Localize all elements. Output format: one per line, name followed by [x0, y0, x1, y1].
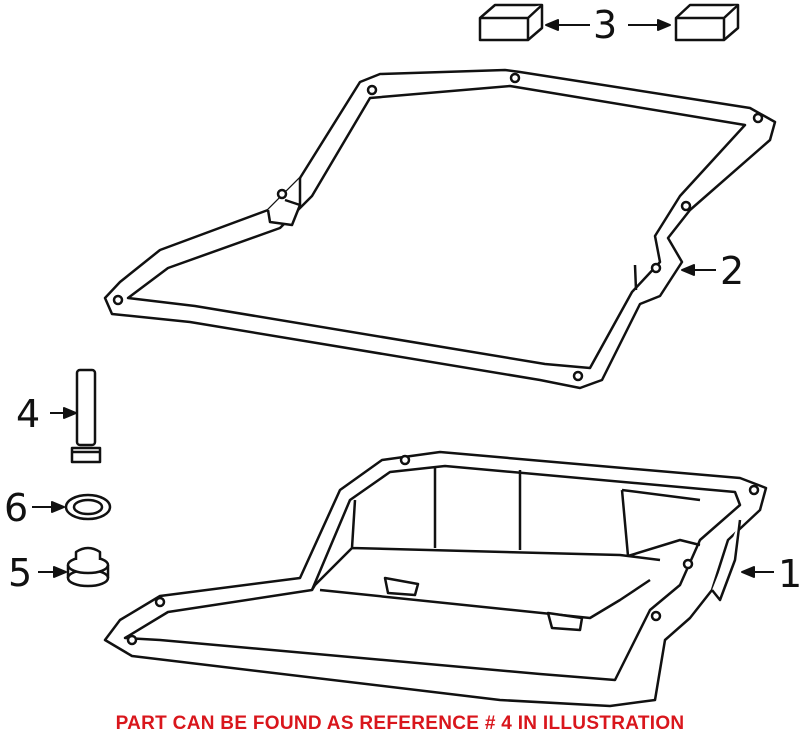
gasket [103, 68, 777, 390]
callout-2: 2 [720, 249, 745, 293]
callout-3: 3 [593, 3, 618, 47]
washer [64, 493, 112, 521]
oil-pan [103, 450, 768, 708]
arrow-3 [545, 19, 671, 31]
arrow-5 [38, 566, 67, 578]
bolt [70, 368, 102, 464]
callout-4: 4 [16, 392, 41, 436]
arrow-6 [32, 501, 65, 513]
reference-note: PART CAN BE FOUND AS REFERENCE # 4 IN IL… [115, 713, 685, 734]
drain-plug [66, 546, 110, 588]
callout-6: 6 [4, 486, 29, 530]
callout-5: 5 [8, 551, 33, 595]
arrow-4 [50, 407, 77, 419]
arrow-1 [741, 566, 774, 578]
arrow-2 [681, 264, 716, 276]
magnet-right [674, 3, 740, 42]
callout-1: 1 [778, 552, 800, 596]
magnet-left [478, 3, 544, 42]
